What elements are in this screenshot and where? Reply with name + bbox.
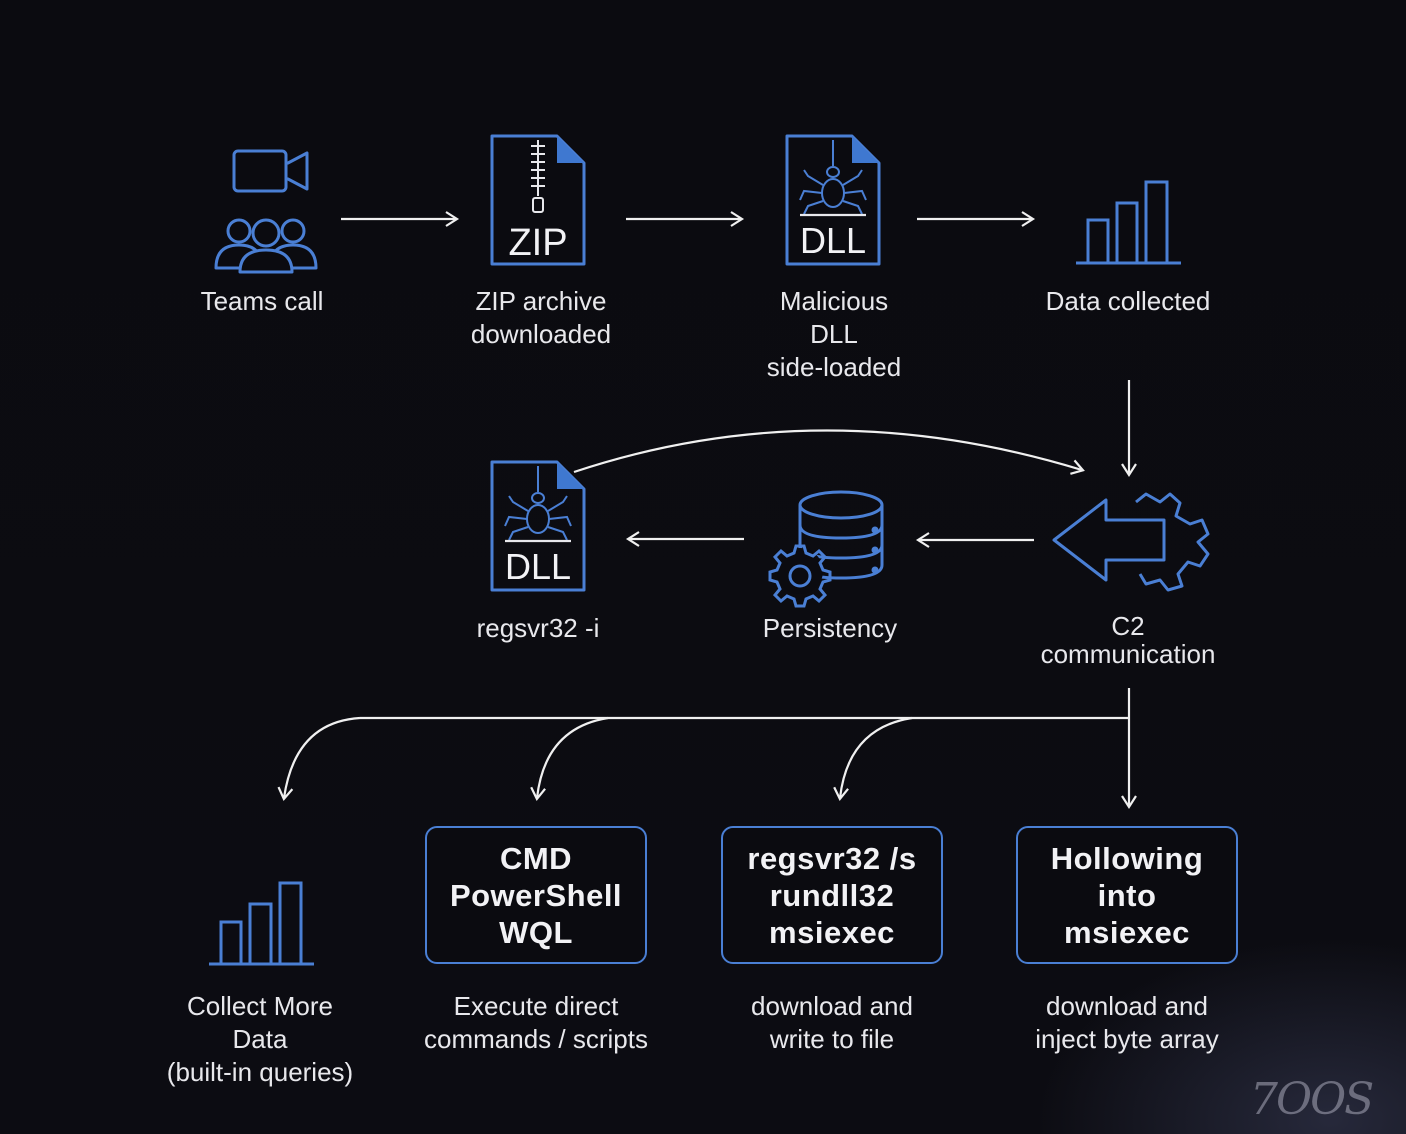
malicious-dll-label: Malicious DLL side-loaded bbox=[766, 286, 902, 382]
execute-commands-caption: Execute direct commands / scripts bbox=[424, 991, 648, 1054]
dll-icon-text: DLL bbox=[800, 220, 866, 261]
zip-archive-label: ZIP archive downloaded bbox=[470, 286, 612, 349]
dll-spider-icon-2: DLL bbox=[490, 460, 586, 592]
dll-icon-text-2: DLL bbox=[505, 546, 571, 587]
teams-call-icon bbox=[214, 149, 318, 274]
hollowing-msiexec-box: Hollowing into msiexec bbox=[1016, 826, 1238, 964]
watermark-logo: 7OOS bbox=[1250, 1074, 1374, 1125]
dll-spider-icon: DLL bbox=[785, 134, 881, 266]
database-gear-icon bbox=[768, 490, 884, 608]
zip-icon-text: ZIP bbox=[508, 222, 567, 264]
c2-communication-label: C2 communication bbox=[1040, 611, 1216, 669]
download-write-caption: download and write to file bbox=[751, 991, 913, 1054]
zip-file-icon: ZIP bbox=[490, 134, 586, 266]
arrow-curve-dll-to-c2 bbox=[573, 429, 1085, 475]
bar-chart-icon-2 bbox=[209, 881, 314, 966]
regsvr32-rundll32-msiexec-box: regsvr32 /s rundll32 msiexec bbox=[721, 826, 943, 964]
regsvr32-i-label: regsvr32 -i bbox=[476, 613, 600, 643]
persistency-label: Persistency bbox=[762, 613, 898, 643]
collect-more-data-caption: Collect More Data (built-in queries) bbox=[166, 991, 354, 1087]
c2-gear-arrow-icon bbox=[1052, 492, 1210, 592]
teams-call-label: Teams call bbox=[200, 286, 324, 316]
data-collected-label: Data collected bbox=[1045, 286, 1211, 316]
download-inject-caption: download and inject byte array bbox=[1035, 991, 1219, 1054]
branch-arrows bbox=[277, 688, 1137, 810]
bar-chart-icon bbox=[1076, 180, 1181, 265]
cmd-powershell-wql-box: CMD PowerShell WQL bbox=[425, 826, 647, 964]
